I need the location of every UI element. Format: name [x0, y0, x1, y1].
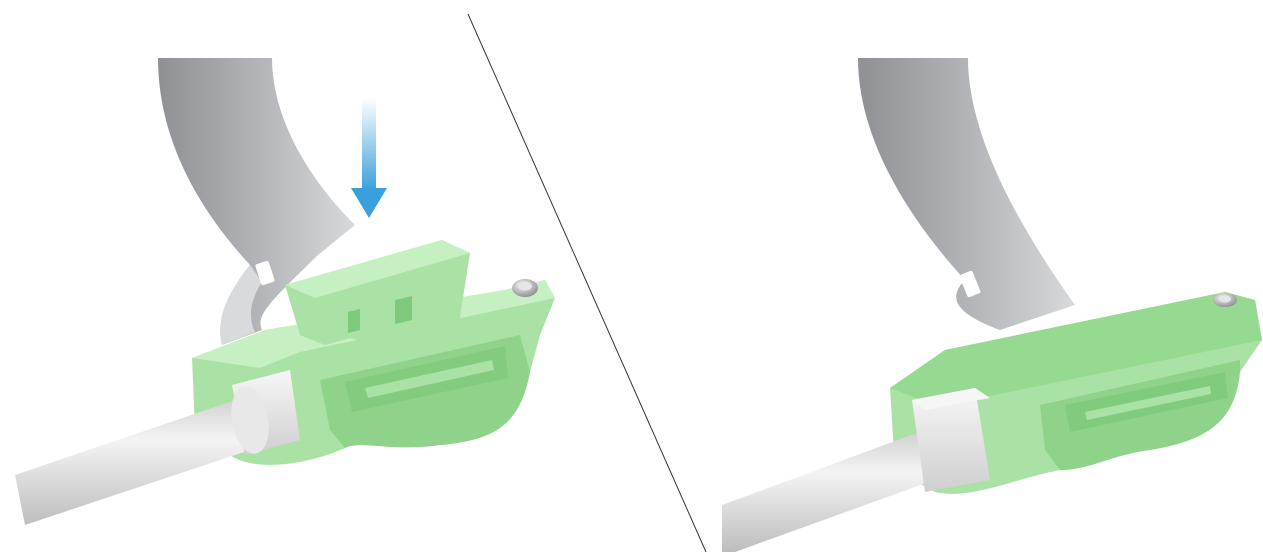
pipe — [15, 395, 265, 525]
clip-cap-notch-2 — [348, 309, 360, 333]
panel-before — [15, 58, 555, 525]
clip-cap-notch — [395, 296, 412, 324]
press-arrow-shaft — [362, 98, 376, 190]
pipe — [722, 430, 940, 552]
panel-after — [722, 58, 1262, 552]
mount-screw-head — [1219, 296, 1231, 303]
press-arrow-head — [351, 188, 387, 218]
panel-divider — [468, 14, 706, 552]
mount-screw-head — [518, 282, 532, 291]
